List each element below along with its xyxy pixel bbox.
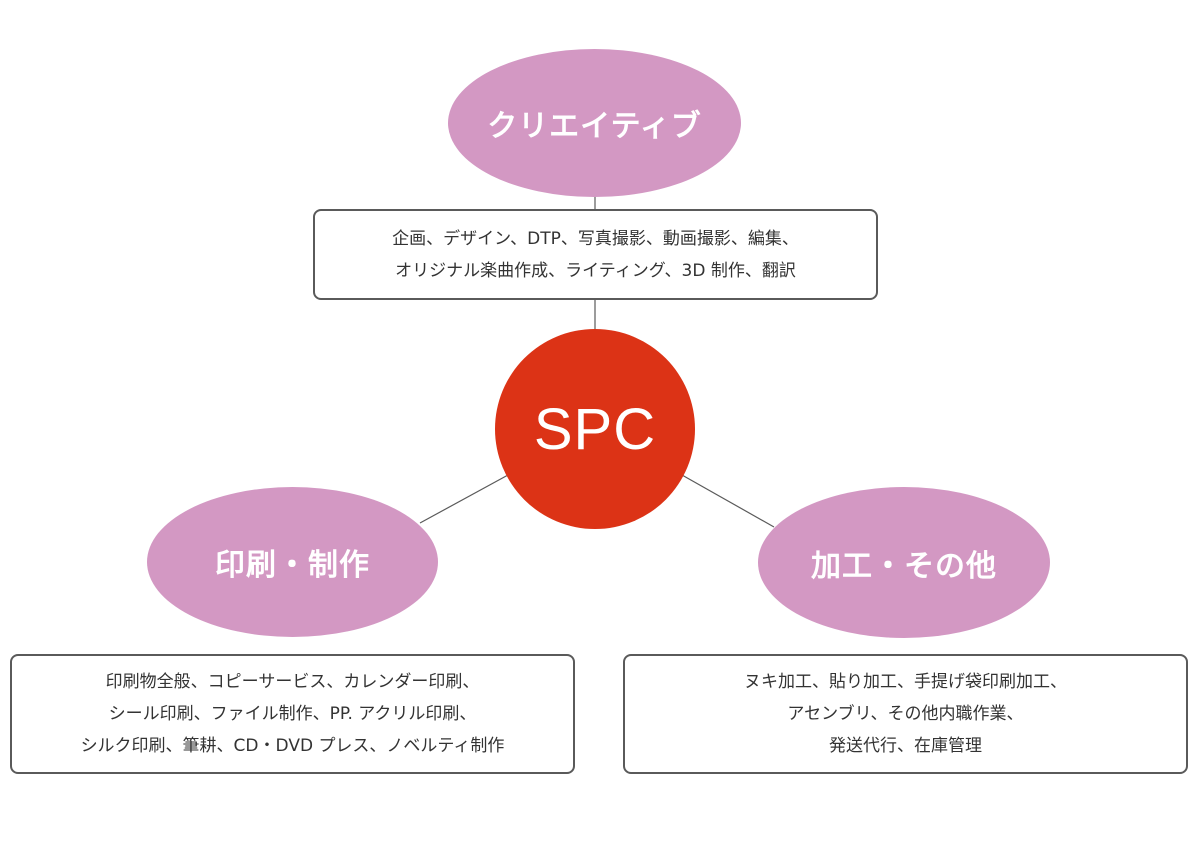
printing-services-line-3: シルク印刷、筆耕、CD・DVD プレス、ノベルティ制作 <box>80 736 505 756</box>
connector-center-to-processing <box>681 474 775 528</box>
printing-node: 印刷・制作 <box>147 487 438 637</box>
processing-services-line-2: アセンブリ、その他内職作業、 <box>787 704 1024 724</box>
creative-services-line-2: オリジナル楽曲作成、ライティング、3D 制作、翻訳 <box>395 260 796 281</box>
processing-services-line-1: ヌキ加工、貼り加工、手提げ袋印刷加工、 <box>744 672 1067 692</box>
printing-services-line-1: 印刷物全般、コピーサービス、カレンダー印刷、 <box>105 672 480 692</box>
creative-label: クリエイティブ <box>487 109 702 144</box>
processing-label: 加工・その他 <box>811 548 997 584</box>
printing-label: 印刷・制作 <box>215 548 370 583</box>
creative-services-line-1: 企画、デザイン、DTP、写真撮影、動画撮影、編集、 <box>392 228 799 249</box>
printing-services-line-2: シール印刷、ファイル制作、PP. アクリル印刷、 <box>108 704 477 724</box>
processing-services-box: ヌキ加工、貼り加工、手提げ袋印刷加工、 アセンブリ、その他内職作業、 発送代行、… <box>623 654 1188 774</box>
printing-services-box: 印刷物全般、コピーサービス、カレンダー印刷、 シール印刷、ファイル制作、PP. … <box>10 654 575 774</box>
connector-center-to-printing <box>419 474 509 524</box>
center-label: SPC <box>533 396 657 462</box>
processing-node: 加工・その他 <box>758 487 1050 638</box>
creative-node: クリエイティブ <box>448 49 741 197</box>
processing-services-line-3: 発送代行、在庫管理 <box>829 736 982 756</box>
creative-services-box: 企画、デザイン、DTP、写真撮影、動画撮影、編集、 オリジナル楽曲作成、ライティ… <box>313 209 878 300</box>
center-node: SPC <box>495 329 695 529</box>
